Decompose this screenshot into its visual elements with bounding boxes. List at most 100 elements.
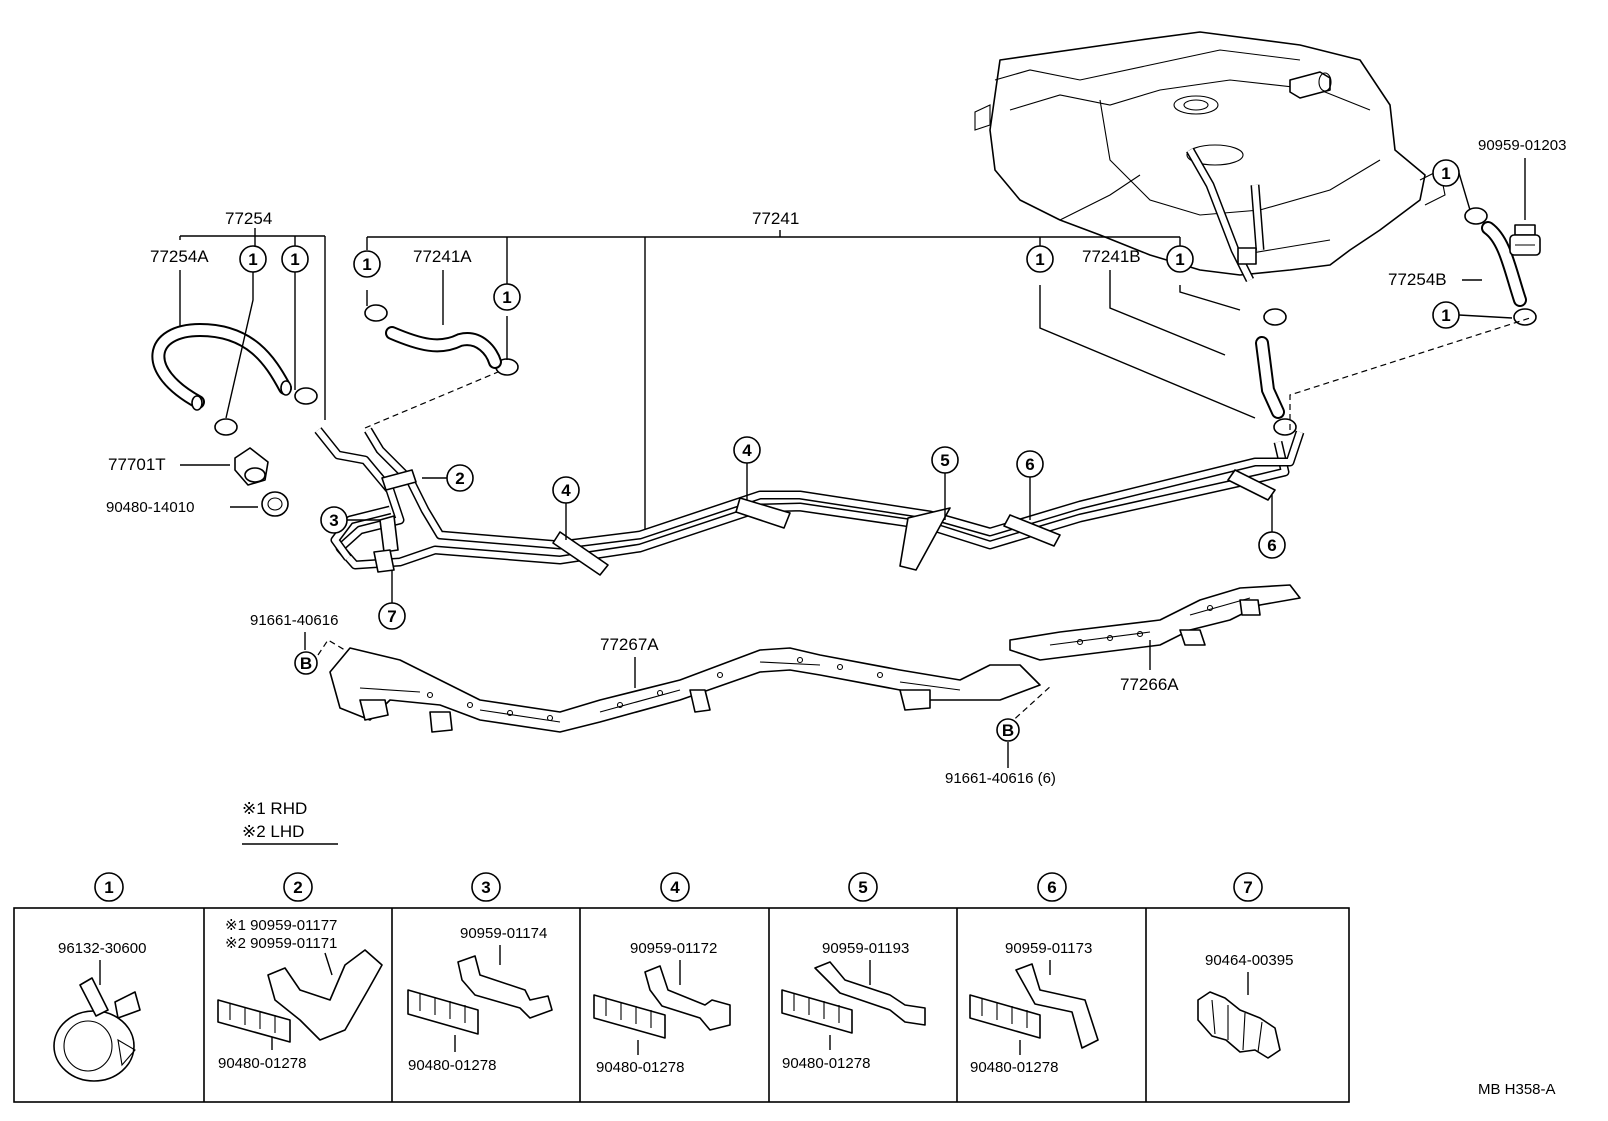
part-number: 90480-01278 <box>596 1059 684 1076</box>
legend-rhd: ※1 RHD <box>242 799 307 818</box>
callout-4: 4 <box>552 476 580 504</box>
part-number-91661-40616-6: 91661-40616 (6) <box>945 770 1056 787</box>
callout-1: 1 <box>353 250 381 278</box>
part-number-77241a: 77241A <box>413 247 472 266</box>
table-cell-5: 90959-01193 90480-01278 <box>781 940 926 1072</box>
part-number: 90959-01174 <box>460 925 547 942</box>
callout-1: 1 <box>1026 245 1054 273</box>
part-number: 90959-01173 <box>1005 940 1092 957</box>
part-number-77701t: 77701T <box>108 455 166 474</box>
callout-6: 6 <box>1258 531 1286 559</box>
svg-text:7: 7 <box>387 607 396 626</box>
svg-text:4: 4 <box>561 481 571 500</box>
svg-text:6: 6 <box>1267 536 1276 555</box>
pipe-protector-77267a <box>329 647 1041 733</box>
part-number-77254b: 77254B <box>1388 270 1447 289</box>
header-5: 5 <box>848 872 878 902</box>
bracket-icon <box>1015 963 1099 1049</box>
svg-text:7: 7 <box>1243 878 1252 897</box>
svg-text:6: 6 <box>1047 878 1056 897</box>
clamp-icon <box>214 207 1537 436</box>
callout-1: 1 <box>1432 159 1460 187</box>
callout-7: 7 <box>378 602 406 630</box>
header-1: 1 <box>94 872 124 902</box>
svg-text:2: 2 <box>455 469 464 488</box>
table-cell-2: ※1 90959-01177 ※2 90959-01171 90480-0127… <box>217 917 383 1072</box>
header-4: 4 <box>660 872 690 902</box>
callout-markers: 1 1 1 1 1 1 1 1 2 3 4 4 5 6 6 7 B B <box>239 159 1460 742</box>
clip-comb-icon <box>217 999 291 1043</box>
grommet-icon <box>1509 224 1541 256</box>
part-number-77241b: 77241B <box>1082 247 1141 266</box>
svg-text:1: 1 <box>290 250 299 269</box>
svg-text:1: 1 <box>104 878 113 897</box>
part-number: 90480-01278 <box>970 1059 1058 1076</box>
fuel-pipe-assembly <box>314 427 1305 570</box>
pipe-protector-77266a <box>1009 584 1301 661</box>
fuel-filter-icon <box>234 447 269 486</box>
callout-4: 4 <box>733 436 761 464</box>
table-cell-6: 90959-01173 90480-01278 <box>969 940 1099 1076</box>
part-number-77267a: 77267A <box>600 635 659 654</box>
bracket-icon <box>457 955 553 1019</box>
svg-text:6: 6 <box>1025 455 1034 474</box>
callout-1: 1 <box>1432 301 1460 329</box>
svg-text:4: 4 <box>742 441 752 460</box>
clip-comb-icon <box>593 994 666 1039</box>
part-number-77254a: 77254A <box>150 247 209 266</box>
svg-text:3: 3 <box>481 878 490 897</box>
table-cell-4: 90959-01172 90480-01278 <box>593 940 731 1076</box>
svg-text:1: 1 <box>1175 250 1184 269</box>
svg-text:1: 1 <box>1441 306 1450 325</box>
bracket-icon <box>267 949 383 1041</box>
part-number: 90959-01193 <box>822 940 909 957</box>
svg-text:4: 4 <box>670 878 680 897</box>
part-number: 90480-01278 <box>782 1055 870 1072</box>
cushion-icon <box>261 491 289 517</box>
callout-1: 1 <box>239 245 267 273</box>
hose-77241b <box>1255 336 1285 419</box>
header-3: 3 <box>471 872 501 902</box>
callout-b: B <box>996 718 1020 742</box>
part-number: 90480-01278 <box>218 1055 306 1072</box>
part-number: ※2 90959-01171 <box>225 935 337 952</box>
label-77241: 77241 <box>366 209 1181 535</box>
callout-2: 2 <box>446 464 474 492</box>
diagram-code: MB H358-A <box>1478 1081 1556 1098</box>
svg-text:3: 3 <box>329 511 338 530</box>
hose-77241a <box>385 326 502 369</box>
svg-text:1: 1 <box>1441 164 1450 183</box>
part-number: 90464-00395 <box>1205 952 1293 969</box>
hose-clamp-icon <box>53 977 141 1082</box>
bracket-icon <box>814 961 926 1026</box>
part-number-90959-01203: 90959-01203 <box>1478 137 1566 154</box>
svg-text:5: 5 <box>940 451 949 470</box>
table-cell-3: 90959-01174 90480-01278 <box>407 925 553 1074</box>
part-number: 90959-01172 <box>630 940 717 957</box>
part-number: 96132-30600 <box>58 940 146 957</box>
svg-text:1: 1 <box>1035 250 1044 269</box>
svg-text:1: 1 <box>248 250 257 269</box>
header-2: 2 <box>283 872 313 902</box>
svg-text:5: 5 <box>858 878 867 897</box>
svg-text:B: B <box>1002 721 1014 740</box>
callout-1: 1 <box>281 245 309 273</box>
callout-6: 6 <box>1016 450 1044 478</box>
header-7: 7 <box>1233 872 1263 902</box>
header-6: 6 <box>1037 872 1067 902</box>
callout-5: 5 <box>931 446 959 474</box>
part-number-91661-40616: 91661-40616 <box>250 612 338 629</box>
clamp-table: 1 2 3 4 5 6 7 96132-30600 ※1 90959-01177… <box>13 872 1350 1103</box>
svg-text:1: 1 <box>502 288 511 307</box>
svg-text:1: 1 <box>362 255 371 274</box>
cushion-block-icon <box>1197 991 1281 1059</box>
table-cell-7: 90464-00395 <box>1197 952 1293 1059</box>
part-number-77241: 77241 <box>752 209 799 228</box>
clip-comb-icon <box>781 989 853 1034</box>
part-number-90480-14010: 90480-14010 <box>106 499 194 516</box>
part-number: ※1 90959-01177 <box>225 917 337 934</box>
svg-text:2: 2 <box>293 878 302 897</box>
part-number-77254: 77254 <box>225 209 272 228</box>
